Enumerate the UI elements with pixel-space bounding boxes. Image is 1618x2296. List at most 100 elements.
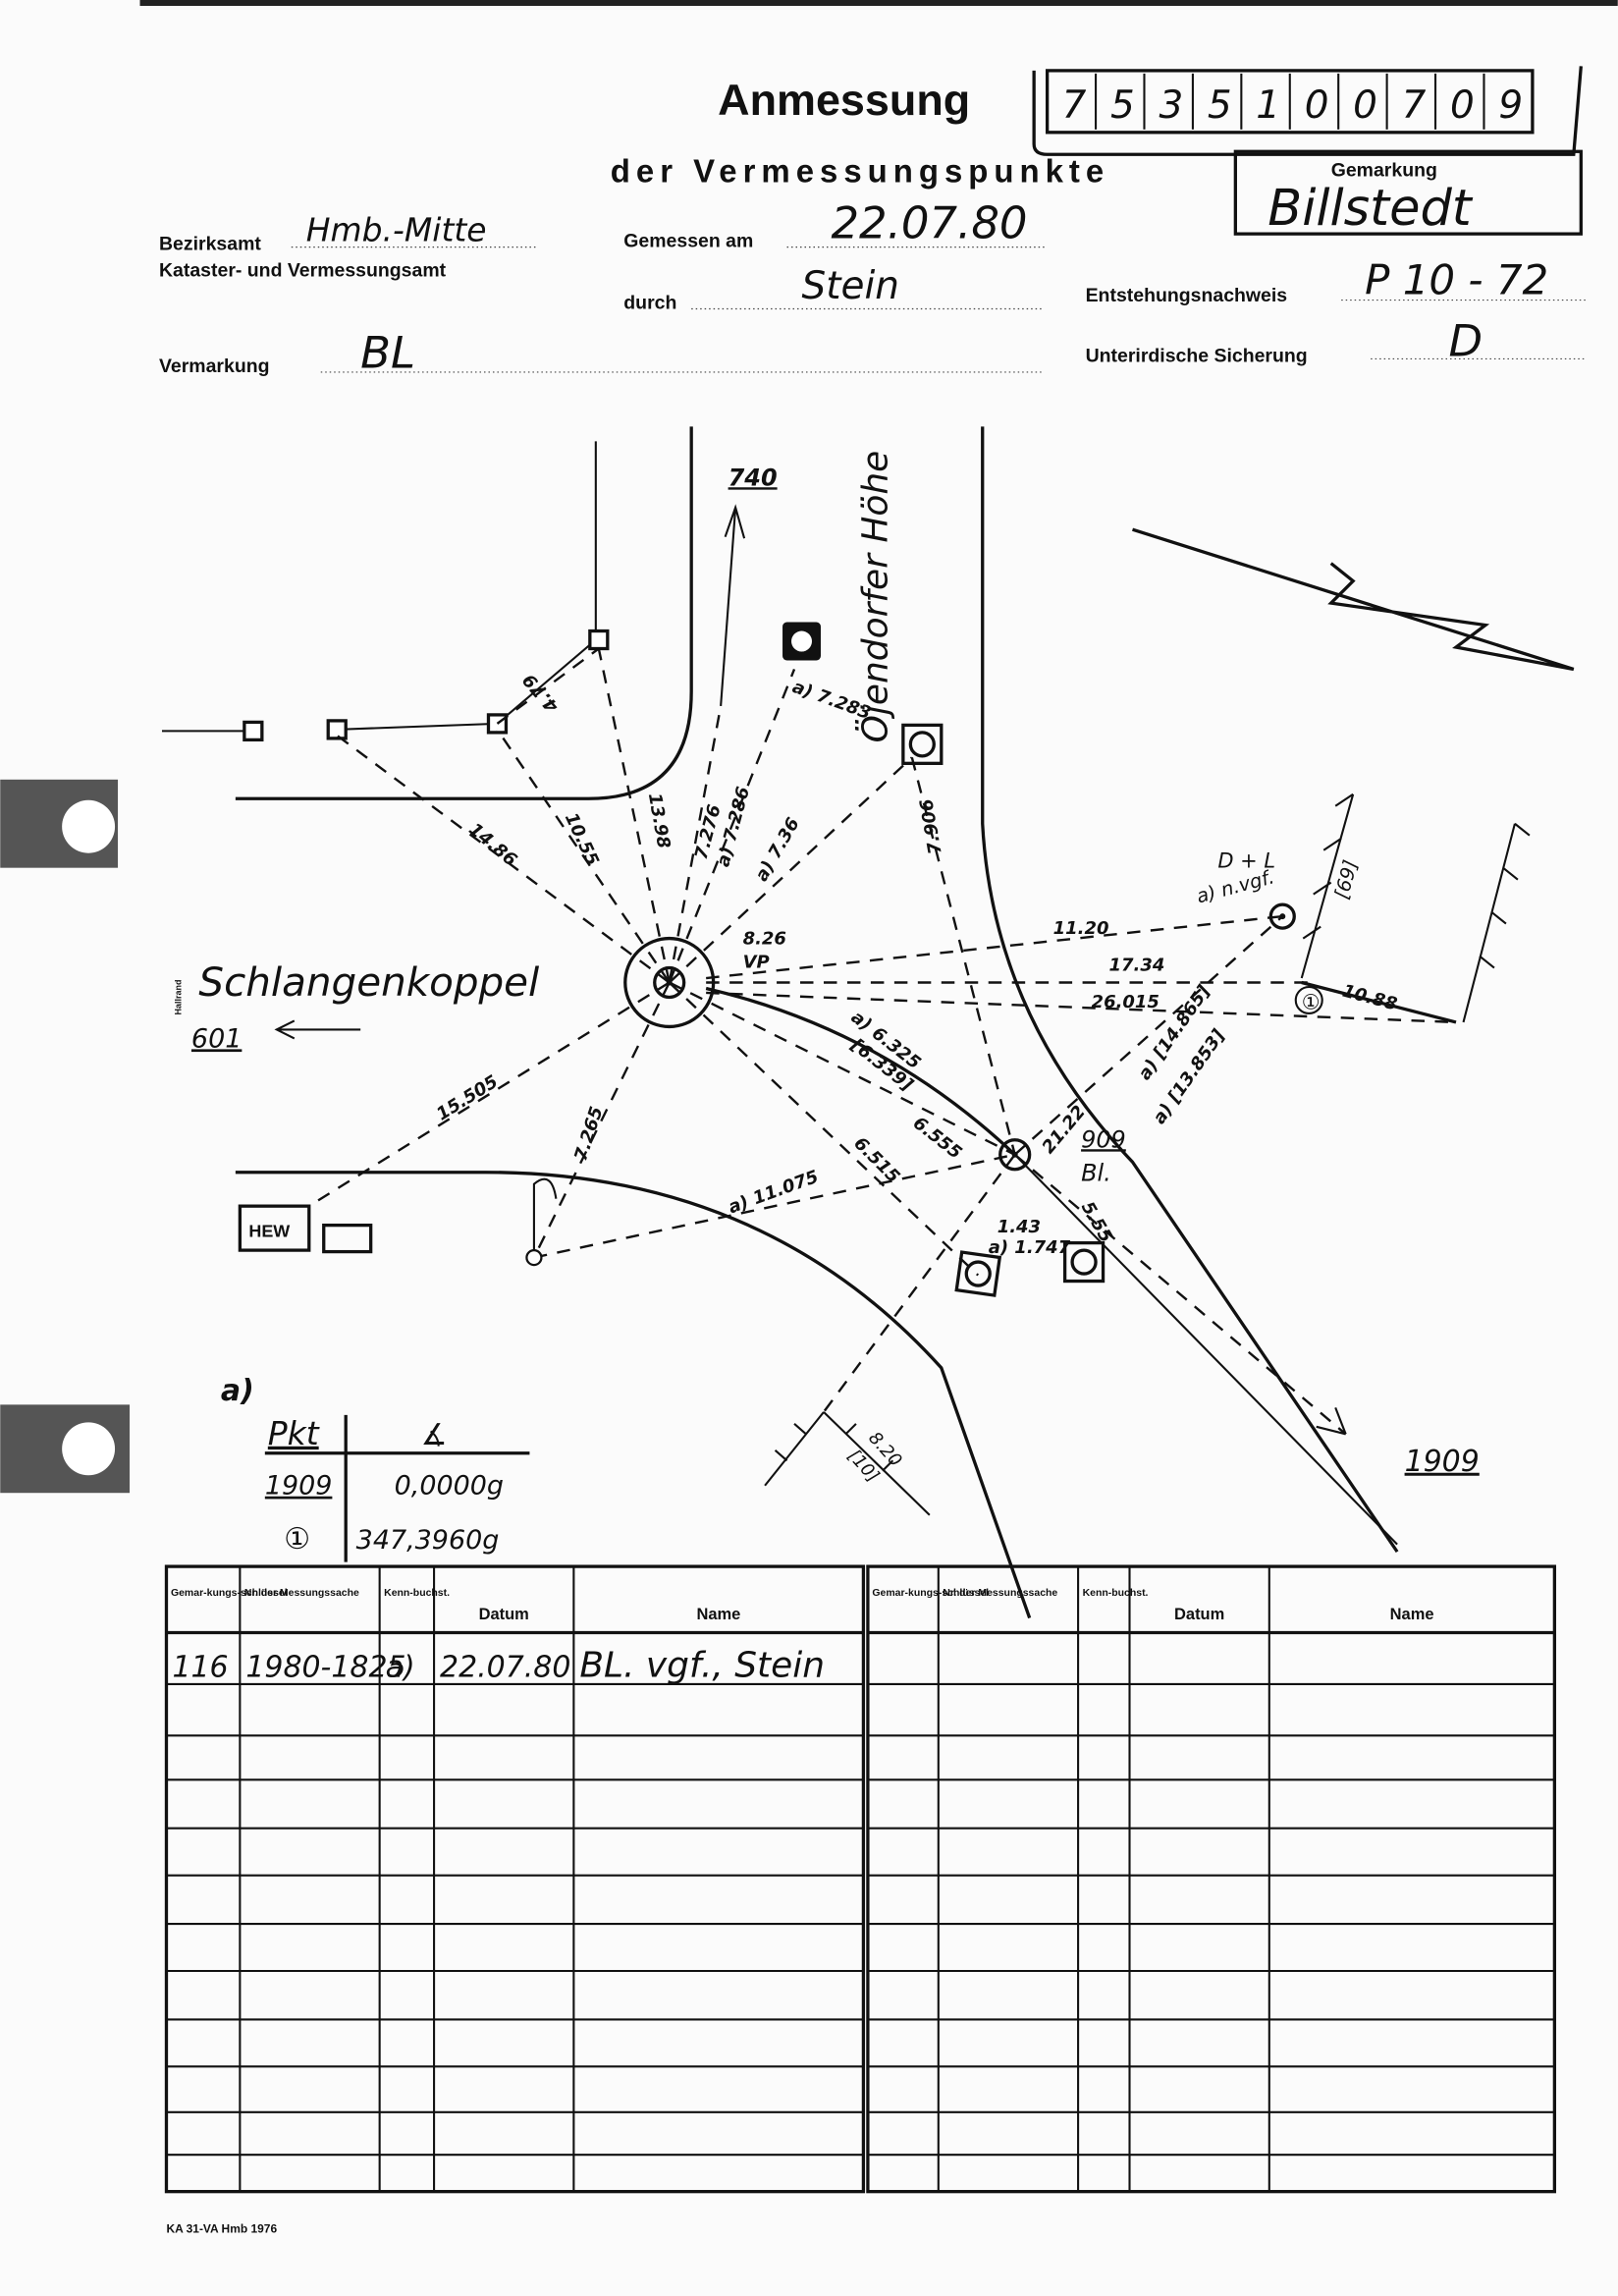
arrow-740 [720,504,746,707]
table-header-4: Name [1390,1606,1434,1623]
black-square-marker-hole [791,630,812,652]
hatch-boundary-1 [1300,793,1355,979]
durch-signature: Stein [802,264,899,308]
legend-col-pkt: Pkt [268,1414,320,1452]
measure: 14.86 [464,819,520,871]
point-dl-center [1279,913,1286,920]
measure: 4.79 [519,670,564,717]
vermarkung-label: Vermarkung [159,355,270,377]
digit-cell: 0 [1353,83,1377,128]
north-arrow-icon [1132,527,1575,672]
number-box [1045,69,1535,135]
form-subtitle: der Vermessungspunkte [611,153,1109,190]
legend-col-angle: ∡ [421,1418,448,1452]
number-frame [1032,66,1583,156]
hew-label: HEW [248,1222,290,1241]
measurement-rays [308,647,1457,1436]
entstehung-label: Entstehungsnachweis [1086,285,1288,306]
hatch-boundary-2 [1462,822,1531,1023]
ref-601: 601 [191,1023,242,1054]
bezirksamt-value: Hmb.-Mitte [306,211,487,249]
gemarkung-value: Billstedt [1267,180,1473,238]
digit-cell: 5 [1110,83,1135,128]
table-header-1: Nr. der Messungssache [244,1588,359,1599]
square-marker-1-circle [908,731,936,758]
ref-1909: 1909 [1405,1445,1480,1479]
digit-cell: 1 [1256,83,1280,128]
ref-740: 740 [728,464,778,491]
kataster-label: Kataster- und Vermessungsamt [159,260,447,282]
fence-point-4 [243,720,264,742]
sicherung-label: Unterirdische Sicherung [1086,345,1308,366]
street-ojendorfer-hoehe: Öjendorfer Höhe [854,451,895,743]
table-cell-kenn: a) [386,1650,415,1684]
survey-sketch: 740 Öjendorfer Höhe Schlangenkoppel Hall… [161,426,1575,1619]
table-cell-schluessel: 116 [172,1650,228,1684]
table-frame [866,1564,1557,2194]
square-marker-2 [954,1250,1002,1297]
measure: 5.55 [1077,1198,1116,1246]
handrand-note: Hallrand [173,980,183,1015]
legend-angle-1: 0,0000g [395,1471,504,1502]
gemarkung-box [1233,149,1583,236]
hew-small-box [322,1223,373,1254]
digit-cell: 5 [1208,83,1232,128]
measure: 11.20 [1053,918,1109,939]
measure: 13.98 [644,792,674,850]
table-cell-name: BL. vgf., Stein [579,1645,825,1685]
hew-box [238,1204,311,1252]
form-footer: KA 31-VA Hmb 1976 [166,2222,277,2236]
curb-line [705,986,1016,1156]
table-header-4: Name [696,1606,740,1623]
measure: 6.555 [909,1113,966,1164]
measure: 7.906 [916,797,946,856]
measure: VP [743,953,770,973]
table-header-3: Datum [479,1606,529,1623]
table-cell-datum: 22.07.80 [440,1650,570,1684]
point-909-mark: Bl. [1081,1160,1111,1187]
digit-cell: 7 [1402,83,1427,128]
square-marker-1 [901,723,944,765]
measure: 17.34 [1109,956,1165,976]
line-10-88 [1301,980,1457,1024]
table-header-1: Nr. der Messungssache [943,1588,1057,1599]
legend-pkt-1: 1909 [265,1471,333,1502]
hatch-1-label: [69] [1330,857,1363,902]
scan-top-edge [139,0,1618,6]
table-header-2: Kenn-buchst. [384,1588,450,1599]
station-inner [653,965,686,1000]
form-title: Anmessung [718,75,970,125]
punch-hole-bottom-circle [62,1422,116,1476]
digit-cell: 9 [1498,83,1523,128]
table-header-0: Gemar-kungs-schlüssel [872,1588,989,1599]
station-outer [623,936,716,1029]
vermarkung-value: BL [360,326,415,378]
hook-point [525,1248,543,1267]
legend-angle-2: 347,3960g [356,1525,500,1556]
point-dl [1268,902,1296,930]
station-center [666,979,673,986]
legend-marker: a) [221,1374,254,1408]
measure: 10.55 [561,809,603,868]
digit-cell: 3 [1159,83,1183,128]
gemarkung-label: Gemarkung [1331,160,1437,182]
punch-hole-top-circle [62,799,116,853]
measure: 26.015 [1092,992,1160,1012]
table-header-3: Datum [1174,1606,1224,1623]
bezirksamt-label: Bezirksamt [159,234,261,255]
digit-cell: 0 [1450,83,1475,128]
road-edge-northwest [235,426,693,800]
legend-pkt-2: ① [284,1522,310,1557]
point-909-center [1011,1151,1018,1158]
fence-point-3 [326,719,348,740]
measure: a) 11.075 [726,1167,821,1219]
point-909-label: 909 [1081,1125,1126,1153]
durch-label: durch [623,293,676,314]
measure-labels: 14.86 10.55 13.98 4.79 7.276 a) 7.286 a)… [433,670,1399,1258]
measure: a) 1.747 [989,1237,1071,1258]
measure: a) 7.36 [751,814,804,885]
